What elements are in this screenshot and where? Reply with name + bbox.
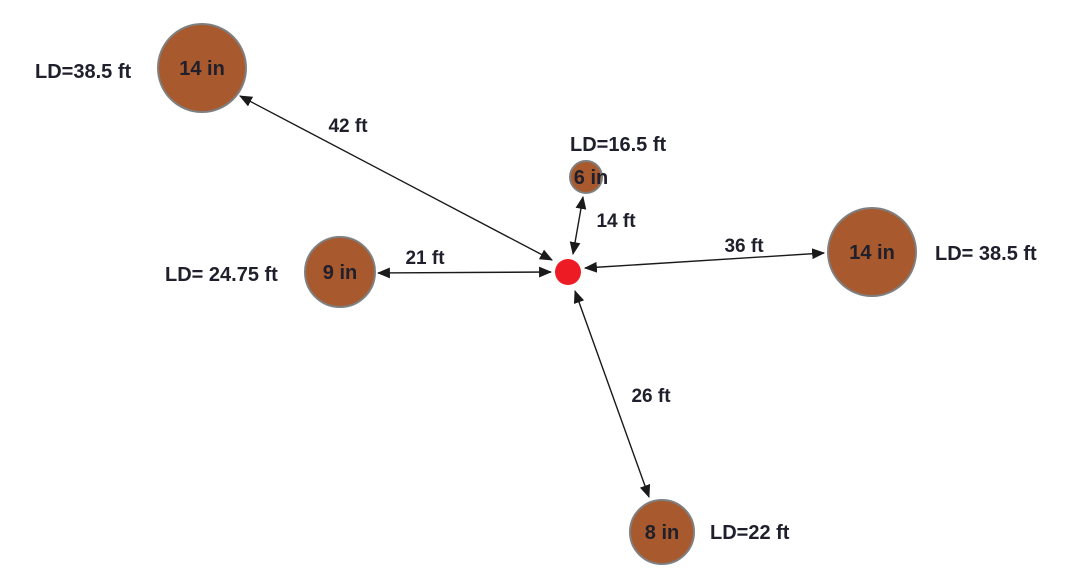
tree-ld-label-northwest: LD=38.5 ft (35, 61, 131, 83)
distance-arrow-north (569, 195, 587, 256)
plot-center-point (555, 259, 581, 285)
tree-dbh-label-south: 8 in (645, 522, 679, 544)
tree-dbh-label-north: 6 in (574, 167, 608, 189)
tree-dbh-label-east: 14 in (849, 242, 895, 264)
tree-ld-label-north: LD=16.5 ft (570, 134, 666, 156)
tree-ld-label-south: LD=22 ft (710, 522, 790, 544)
tree-dbh-label-west: 9 in (323, 262, 357, 284)
distance-label-north: 14 ft (596, 211, 636, 232)
tree-circle-south (629, 499, 695, 565)
distance-label-south: 26 ft (631, 386, 671, 407)
tree-ld-label-west: LD= 24.75 ft (165, 264, 278, 286)
distance-label-west: 21 ft (405, 248, 445, 269)
tree-circle-west (304, 236, 376, 308)
tree-dbh-label-northwest: 14 in (179, 58, 225, 80)
distance-arrow-west (376, 266, 553, 279)
tree-circle-northwest (157, 23, 247, 113)
tree-ld-label-east: LD= 38.5 ft (935, 243, 1037, 265)
tree-circle-east (827, 207, 917, 297)
tree-circle-north (569, 160, 603, 194)
distance-arrow-south (573, 289, 651, 499)
distance-arrow-northwest (239, 95, 553, 261)
distance-label-northwest: 42 ft (328, 116, 368, 137)
distance-label-east: 36 ft (724, 236, 764, 257)
distance-arrow-east (583, 248, 826, 273)
